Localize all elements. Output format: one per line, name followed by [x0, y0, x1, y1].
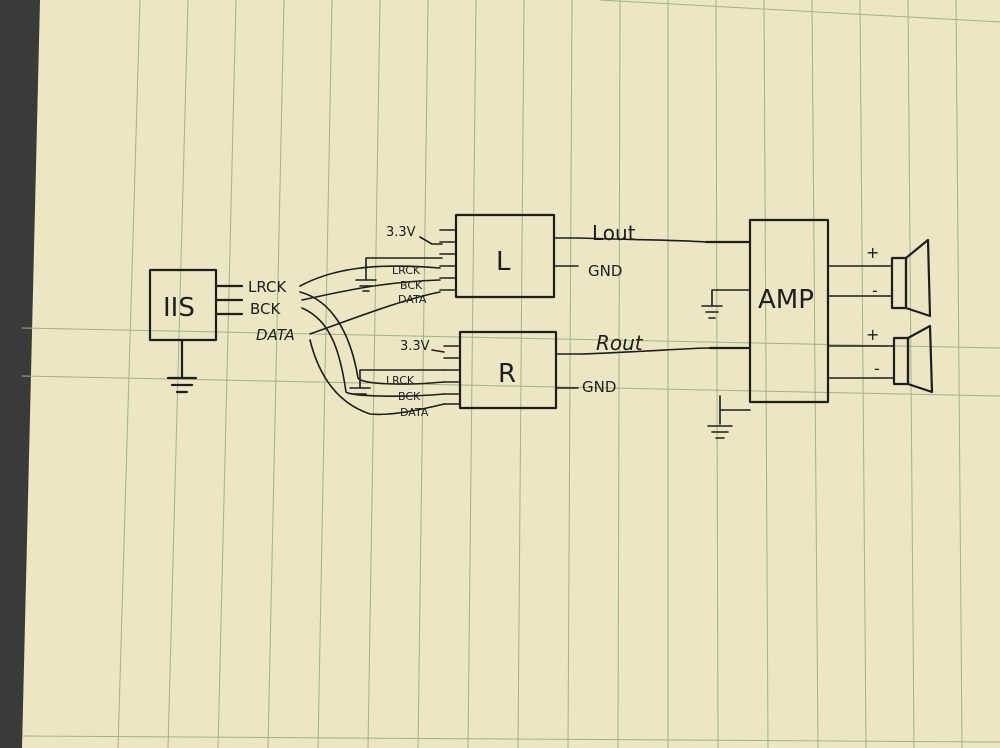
speaker-top-cone [904, 238, 932, 318]
left-dac-power: 3.3V [386, 225, 416, 240]
right-dac-block: R 3.3V LRCK BCK DATA Rout GND [349, 330, 644, 419]
amp-label: AMP [758, 285, 814, 315]
left-dac-gnd-label: GND [588, 262, 622, 280]
speaker-bottom-cone [906, 324, 934, 394]
speaker-top-minus: - [872, 281, 878, 300]
speaker-bottom-minus: - [874, 359, 880, 378]
iis-pin-data: DATA [256, 326, 295, 344]
speaker-top-plus: + [866, 243, 879, 262]
right-dac-pin-lrck: LRCK [386, 374, 415, 387]
speaker-top: + - [866, 238, 932, 318]
speaker-bottom-plus: + [866, 325, 879, 344]
iis-label: IIS [163, 293, 195, 323]
right-dac-gnd-label: GND [582, 378, 616, 396]
ruled-lines [21, 0, 1000, 748]
left-dac-label: L [496, 247, 511, 277]
left-dac-box [454, 213, 556, 299]
amp-block: AMP [701, 218, 881, 439]
iis-pin-bck: BCK [250, 300, 282, 318]
right-dac-label: R [498, 359, 516, 389]
iis-block: IIS LRCK BCK DATA [148, 268, 295, 394]
left-dac-block: L 3.3V LRCK BCK DATA Lout GND [355, 213, 636, 306]
iis-ground-symbol [166, 376, 198, 394]
right-dac-power: 3.3V [400, 339, 430, 354]
amp-ground-bottom-symbol [707, 425, 733, 439]
amp-box [748, 218, 830, 404]
iis-pin-lrck: LRCK [248, 278, 288, 296]
amp-ground-left-symbol [701, 305, 723, 319]
left-dac-out-label: Lout [592, 221, 636, 245]
speaker-bottom: + - [866, 324, 934, 394]
paper-sheet [22, 0, 1000, 748]
signal-wires [299, 237, 711, 416]
left-dac-pin-lrck: LRCK [392, 264, 421, 277]
